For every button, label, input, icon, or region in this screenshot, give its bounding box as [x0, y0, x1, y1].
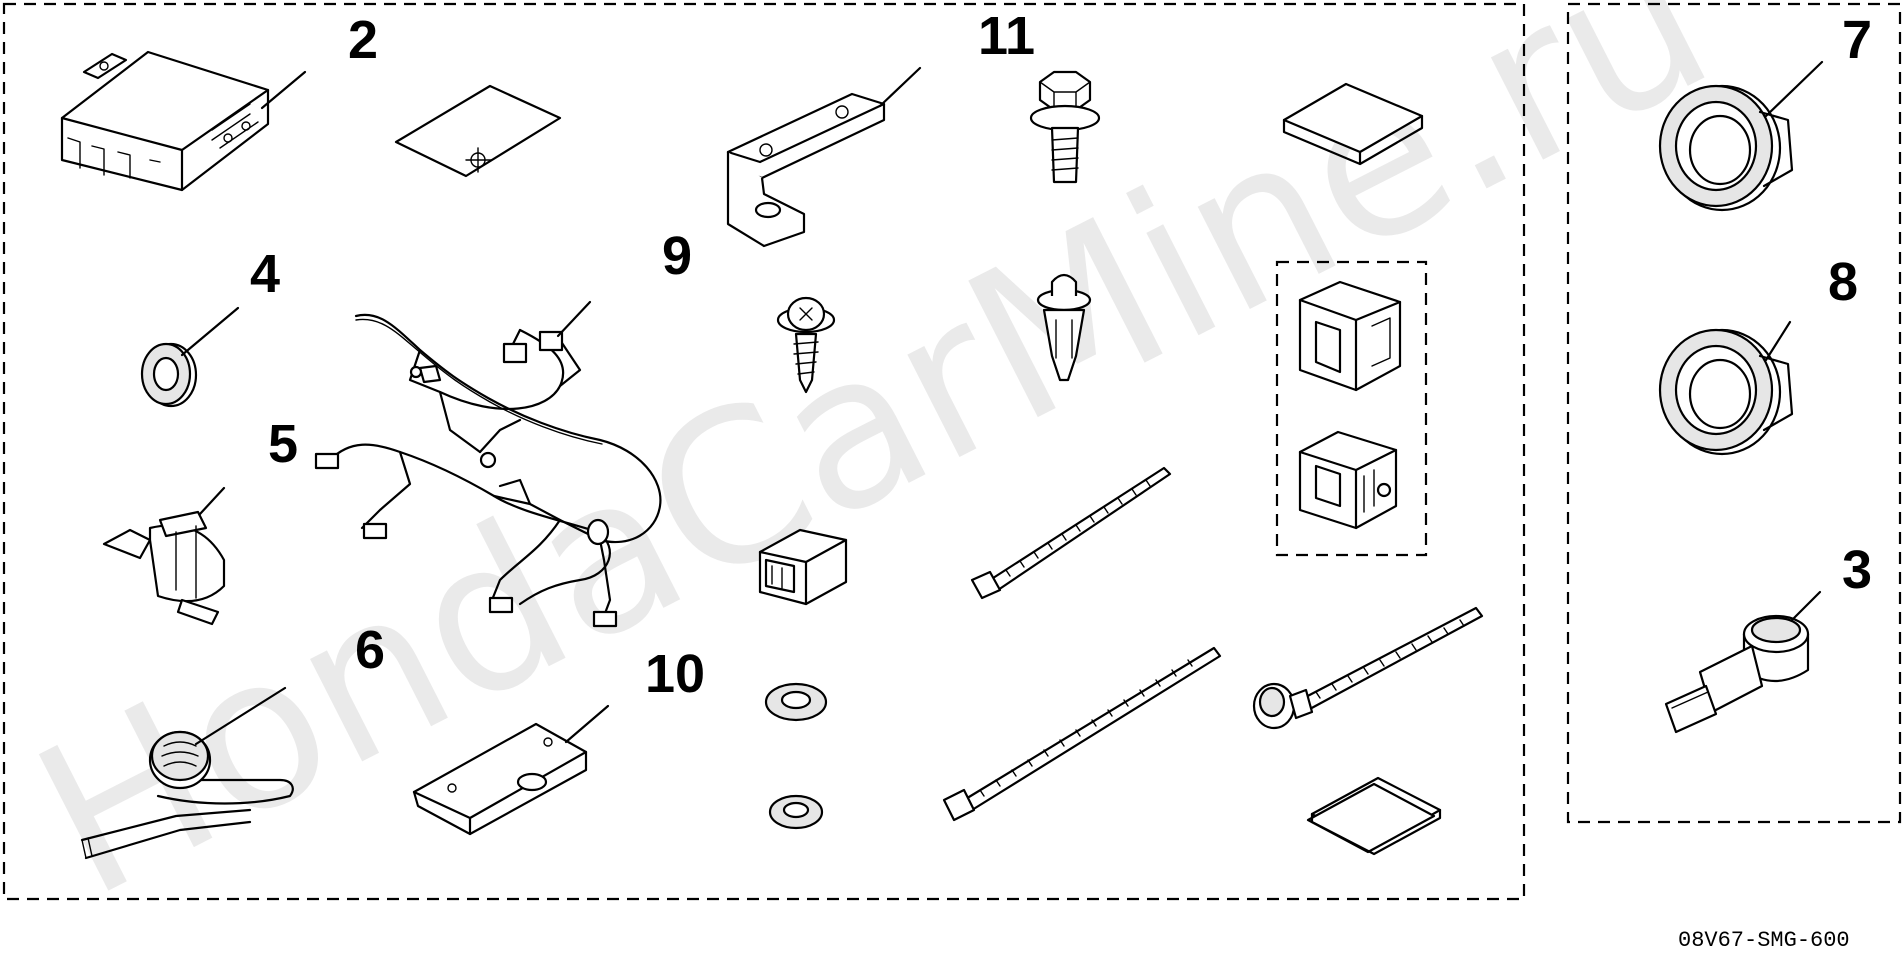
- buzzer-part: [80, 686, 294, 860]
- part-number-10: 10: [645, 644, 705, 704]
- watermark: HondaCarMine.ru: [1, 0, 1744, 945]
- sensor-parts-group-box: [1566, 2, 1902, 824]
- connector-coupler-part: [758, 528, 848, 606]
- push-clip-part: [1036, 273, 1092, 382]
- flange-bolt-part: [1029, 70, 1101, 184]
- part-number-7: 7: [1842, 10, 1872, 70]
- part-number-9: 9: [662, 226, 692, 286]
- sensor-bezel-8-part: [1658, 320, 1794, 456]
- part-number-11: 11: [978, 6, 1035, 66]
- part-number-8: 8: [1828, 252, 1858, 312]
- relay-holder-upper-part: [1298, 280, 1402, 392]
- cable-tie-short-part: [970, 466, 1172, 600]
- bracket-10-part: [412, 704, 610, 836]
- foam-pad-part: [1282, 82, 1424, 166]
- main-parts-group-box: [2, 2, 1526, 901]
- part-number-6: 6: [355, 620, 385, 680]
- control-unit-part: [60, 50, 307, 192]
- relay-holder-lower-part: [1298, 430, 1398, 530]
- wire-harness-part: [314, 300, 662, 628]
- sensor-bezel-7-part: [1658, 60, 1824, 212]
- clip-tie-part: [1252, 606, 1484, 730]
- label-sheet-part: [394, 84, 562, 178]
- parking-sensor-part: [1664, 590, 1822, 734]
- sensor-holder-part: [102, 486, 226, 626]
- part-number-2: 2: [348, 10, 378, 70]
- bracket-9-part: [726, 66, 922, 248]
- part-number-3: 3: [1842, 540, 1872, 600]
- drawing-code: 08V67-SMG-600: [1678, 928, 1850, 953]
- washer-large-part: [764, 682, 828, 722]
- cable-tie-long-part: [942, 646, 1222, 822]
- part-number-4: 4: [250, 244, 280, 304]
- grommet-part: [140, 306, 240, 408]
- washer-small-part: [768, 794, 824, 830]
- instruction-booklet-part: [1306, 776, 1442, 856]
- part-number-5: 5: [268, 414, 298, 474]
- tapping-screw-part: [776, 296, 836, 394]
